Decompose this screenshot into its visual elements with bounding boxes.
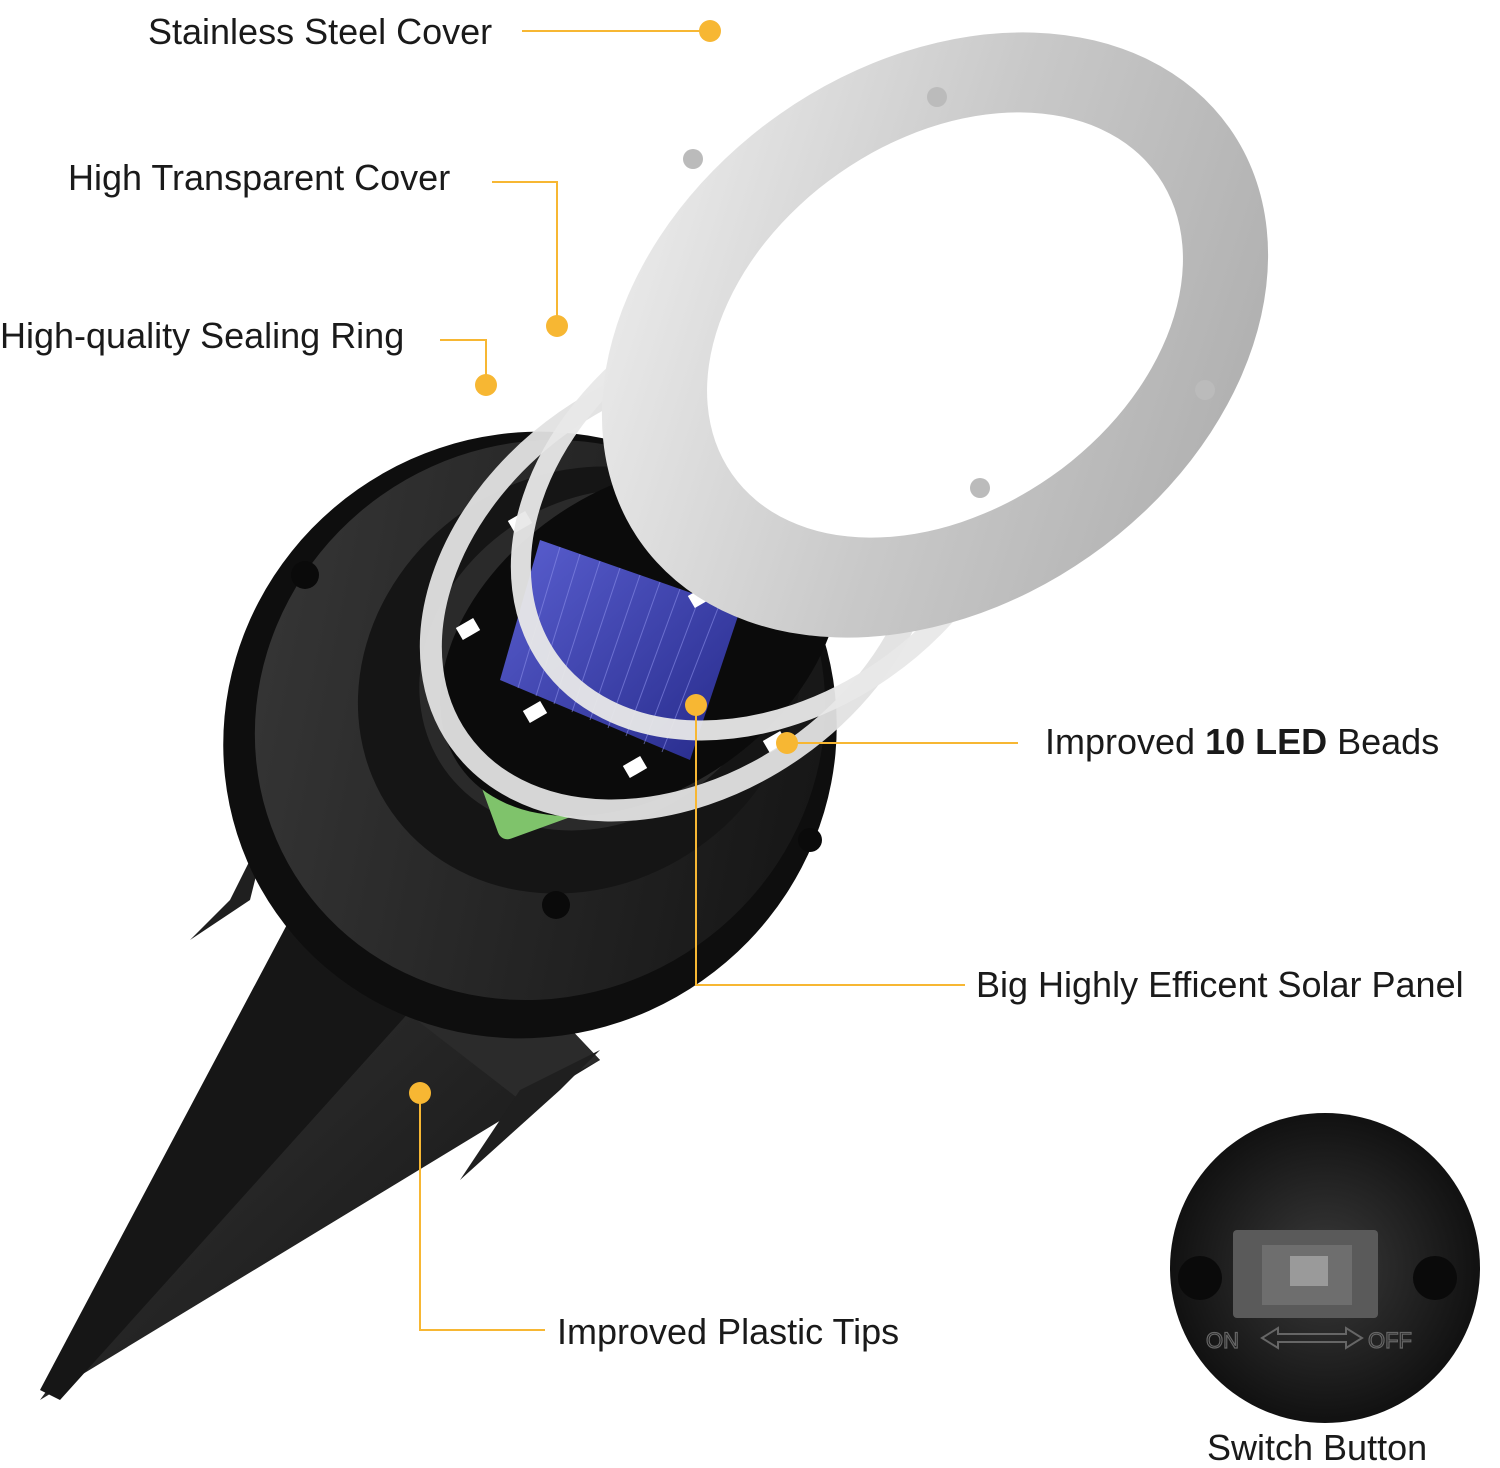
led-beads-suffix: Beads [1327, 721, 1440, 762]
switch-off-text: OFF [1368, 1328, 1412, 1353]
label-high-transparent-cover: High Transparent Cover [68, 157, 451, 198]
dot-transparent-cover [546, 315, 568, 337]
callout-dots [409, 20, 798, 1104]
label-stainless-steel-cover: Stainless Steel Cover [148, 11, 493, 52]
switch-on-text: ON [1206, 1328, 1239, 1353]
led-beads-prefix: Improved [1045, 721, 1206, 762]
dot-steel-cover [699, 20, 721, 42]
led-beads-count: 10 LED [1205, 721, 1328, 762]
dot-plastic-tips [409, 1082, 431, 1104]
callout-lines [419, 30, 1018, 1331]
label-plastic-tips: Improved Plastic Tips [557, 1311, 900, 1352]
label-solar-panel: Big Highly Efficent Solar Panel [976, 964, 1464, 1005]
label-switch-button: Switch Button [1207, 1427, 1428, 1468]
switch-inset: ON OFF [1170, 1113, 1480, 1423]
label-sealing-ring: High-quality Sealing Ring [0, 315, 405, 356]
dot-led-beads [776, 732, 798, 754]
dot-sealing-ring [475, 374, 497, 396]
switch-button [1290, 1256, 1328, 1286]
switch-arrow [1260, 1326, 1364, 1350]
stainless-steel-cover [601, 32, 1269, 638]
dot-solar-panel [685, 694, 707, 716]
label-led-beads: Improved 10 LED Beads [1045, 724, 1439, 760]
